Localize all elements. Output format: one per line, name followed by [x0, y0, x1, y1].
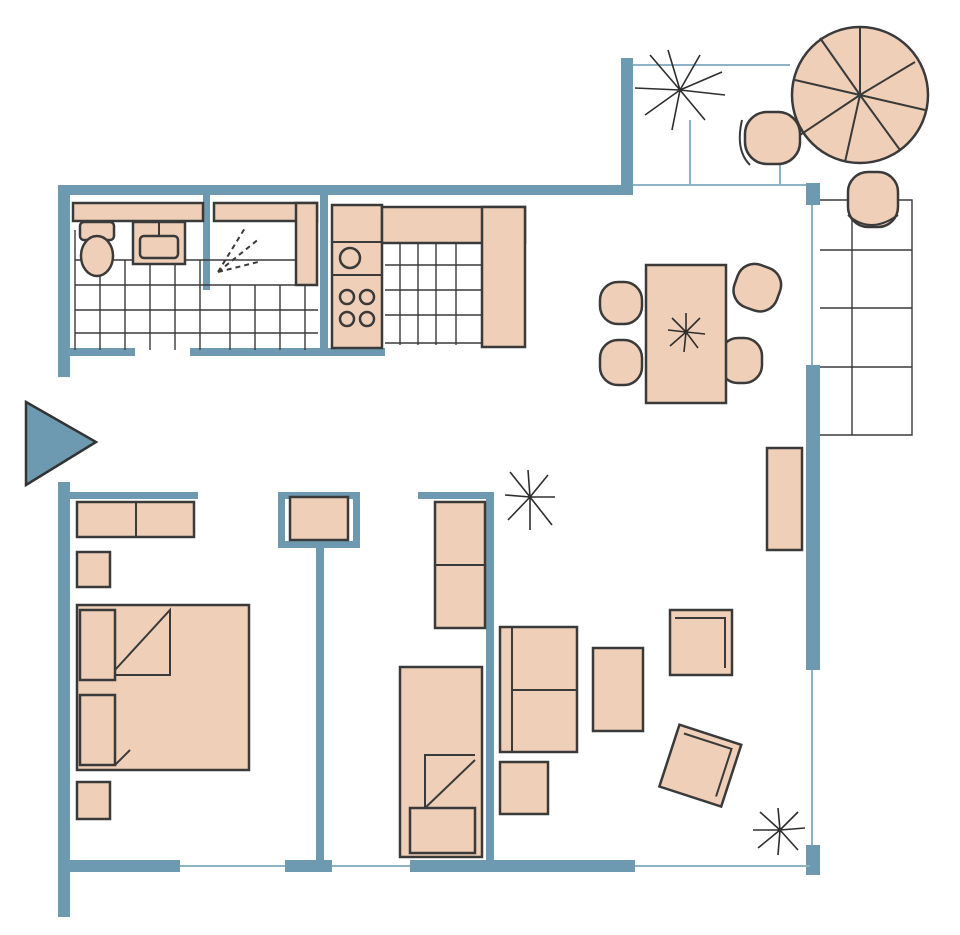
bed-icon: [75, 603, 251, 772]
bedroom: [75, 500, 251, 821]
entrance-arrow-icon: [24, 399, 99, 488]
toilet-icon: [78, 220, 116, 278]
stove-icon: [338, 288, 376, 328]
spiral-staircase-icon: [790, 25, 930, 165]
plant-icon: [753, 807, 806, 856]
sofa-icon: [498, 625, 579, 754]
closet: [288, 495, 350, 542]
second-bedroom: [398, 500, 487, 859]
shower-icon: [217, 227, 261, 273]
living-room: [498, 446, 804, 816]
sink-icon: [131, 220, 187, 266]
sink-icon: [338, 246, 362, 270]
dining-table-icon: [598, 262, 783, 405]
plant-icon: [634, 49, 726, 131]
balcony-chair: [846, 170, 900, 229]
armchair-icon: [657, 723, 743, 809]
plant-icon: [504, 469, 555, 530]
kitchen: [330, 203, 527, 350]
bathroom: [71, 201, 319, 350]
plant-icon: [667, 313, 706, 353]
balcony: [632, 25, 930, 436]
bed-icon: [398, 665, 484, 859]
armchair-icon: [668, 608, 734, 677]
walls: [58, 58, 820, 917]
balcony-chair: [738, 110, 802, 166]
